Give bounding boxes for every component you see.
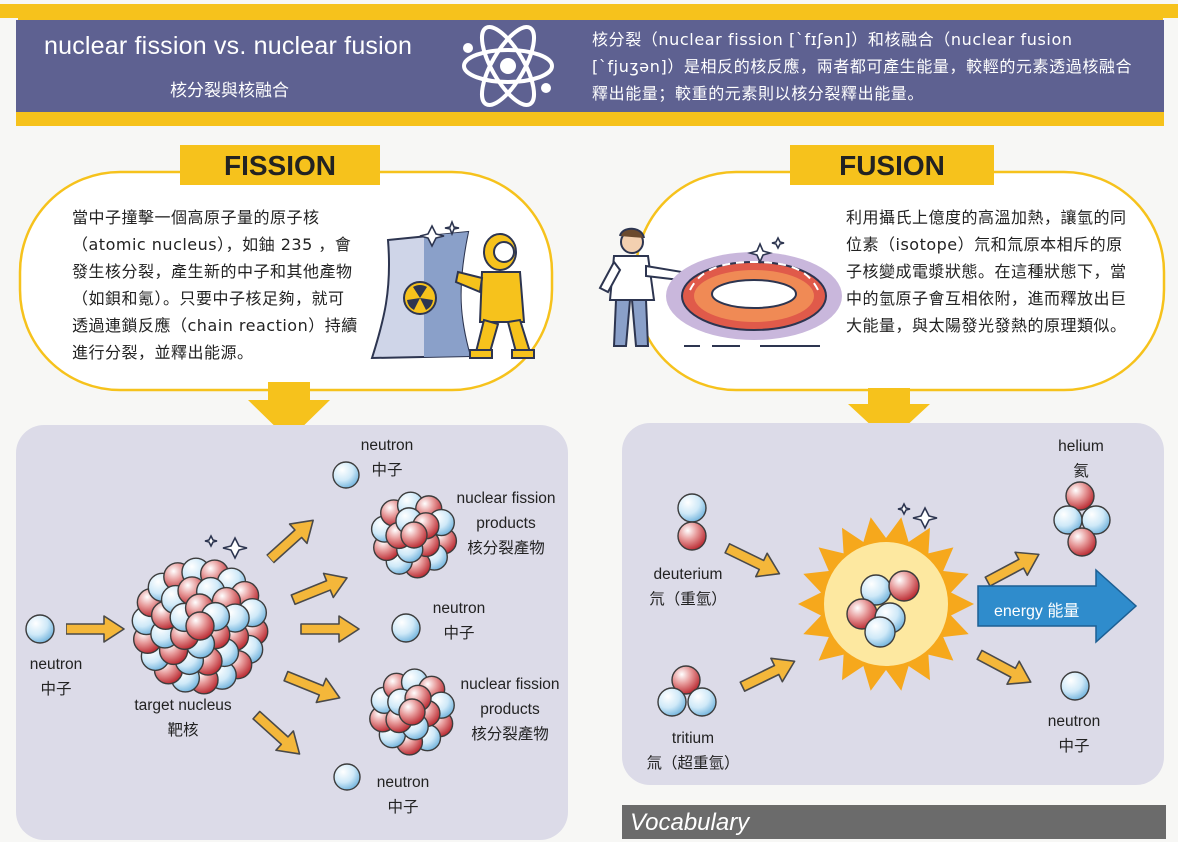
tritium-proton xyxy=(671,665,701,695)
label-deuterium: deuterium 氘（重氫） xyxy=(649,566,727,608)
label-target-nucleus: target nucleus 靶核 xyxy=(134,697,232,739)
scientist-illustration xyxy=(598,227,684,347)
fission-title: FISSION xyxy=(180,145,380,185)
page-subtitle: 核分裂與核融合 xyxy=(170,81,289,101)
deuterium-neutron xyxy=(677,493,707,523)
fission-down-arrow xyxy=(248,382,330,440)
label-neutron-top: neutron 中子 xyxy=(360,437,414,479)
sparkle-icon xyxy=(419,219,460,248)
fission-description: 當中子撞擊一個高原子量的原子核（atomic nucleus），如鈾 235 ，… xyxy=(72,208,358,362)
particle-layer xyxy=(25,461,1111,791)
label-neutron-incoming: neutron 中子 xyxy=(29,656,83,698)
deuterium-proton xyxy=(677,521,707,551)
fusion-description: 利用攝氏上億度的高溫加熱，讓氫的同位素（isotope）氘和氚原本相斥的原子核變… xyxy=(846,208,1127,335)
page-title: nuclear fission vs. nuclear fusion xyxy=(44,32,413,60)
fission-sparkle xyxy=(204,534,248,560)
neutron-middle xyxy=(391,613,421,643)
label-fusion-neutron: neutron 中子 xyxy=(1047,713,1101,755)
helium-nucleon xyxy=(1065,481,1095,511)
fusion-title: FUSION xyxy=(790,145,994,185)
hazmat-worker-illustration xyxy=(454,233,535,359)
fusion-neutron xyxy=(1060,671,1090,701)
label-helium: helium 氦 xyxy=(1058,438,1104,480)
tokamak-illustration xyxy=(666,252,842,347)
tritium-neutron xyxy=(687,687,717,717)
target-nucleus-nucleon xyxy=(185,611,215,641)
label-neutron-bottom: neutron 中子 xyxy=(376,774,430,816)
label-energy: energy 能量 xyxy=(994,603,1080,620)
label-fission-products-1: nuclear fission products 核分裂產物 xyxy=(456,490,556,557)
vocabulary-heading: Vocabulary xyxy=(622,805,1166,839)
helium-nucleon xyxy=(1081,505,1111,535)
tritium-neutron xyxy=(657,687,687,717)
neutron-incoming xyxy=(25,614,55,644)
helium-nucleon xyxy=(1067,527,1097,557)
header-description: 核分裂（nuclear fission [ˋfɪʃən]）和核融合（nuclea… xyxy=(592,30,1133,103)
sparkle-icon xyxy=(747,236,785,265)
label-fission-products-2: nuclear fission products 核分裂產物 xyxy=(460,676,560,743)
fusion-sparkle xyxy=(897,502,938,530)
neutron-top xyxy=(332,461,360,489)
fusing-nucleon xyxy=(888,570,920,602)
fusion-down-arrow xyxy=(848,388,930,442)
fission-product-1-nucleon xyxy=(400,521,428,549)
cooling-tower-illustration xyxy=(370,230,472,360)
fission-product-2-nucleon xyxy=(398,698,426,726)
label-neutron-middle: neutron 中子 xyxy=(432,600,486,642)
neutron-bottom xyxy=(333,763,361,791)
fusing-nucleon xyxy=(864,616,896,648)
energy-arrow xyxy=(977,568,1138,644)
label-tritium: tritium 氚（超重氫） xyxy=(646,730,740,772)
header-banner xyxy=(0,4,1178,126)
